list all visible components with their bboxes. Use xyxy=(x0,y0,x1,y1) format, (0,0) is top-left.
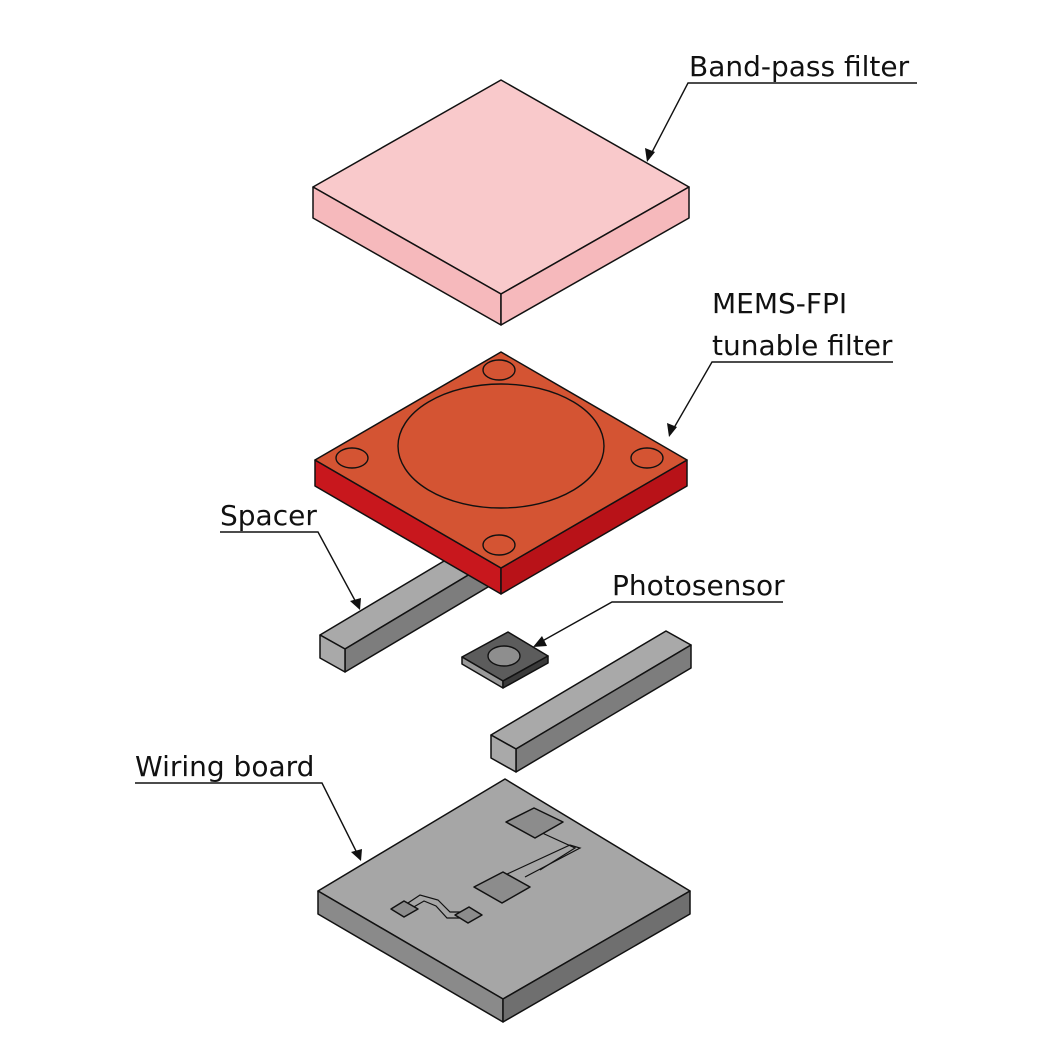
mems-filter-electrode-top xyxy=(482,359,516,381)
label-mems-fpi-line2: tunable filter xyxy=(712,329,893,362)
photosensor xyxy=(461,631,549,689)
circuit-pad-large-lower xyxy=(473,871,531,904)
label-mems-fpi-line1: MEMS-FPI xyxy=(712,287,847,320)
mems-filter-aperture xyxy=(397,383,605,509)
circuit-pad-small-left xyxy=(390,900,419,918)
band-pass-filter-top xyxy=(312,79,690,295)
arrowhead-mems xyxy=(667,423,677,437)
arrowhead-spacer xyxy=(350,598,361,610)
mems-filter-electrode-bottom xyxy=(482,534,516,556)
spacer-right-end xyxy=(490,734,517,773)
mems-filter-electrode-left xyxy=(335,447,369,469)
arrowhead-photosensor xyxy=(533,636,547,647)
mems-filter-top xyxy=(314,351,688,569)
label-photosensor: Photosensor xyxy=(612,569,785,602)
leader-lines xyxy=(135,82,917,861)
arrowhead-band-pass xyxy=(645,148,655,162)
leader-band-pass xyxy=(648,82,917,159)
text-labels: Band-pass filter MEMS-FPI tunable filter… xyxy=(135,50,910,783)
photosensor-window xyxy=(487,645,521,667)
circuit-pad-large-upper xyxy=(505,807,564,839)
label-spacer: Spacer xyxy=(220,499,317,532)
spacer-right xyxy=(490,630,692,773)
band-pass-filter xyxy=(312,79,690,326)
wiring-board-front-right xyxy=(502,890,691,1023)
label-band-pass-filter: Band-pass filter xyxy=(689,50,910,83)
mems-filter-electrode-right xyxy=(630,447,664,469)
spacer-left-end xyxy=(319,634,346,673)
leader-photosensor xyxy=(536,601,783,645)
arrowhead-wiring-board xyxy=(351,849,362,861)
mems-fpi-filter xyxy=(314,351,688,595)
circuit-pad-small-right xyxy=(454,906,483,924)
band-pass-filter-front-right xyxy=(500,186,690,326)
photosensor-front-right xyxy=(502,655,549,689)
label-wiring-board: Wiring board xyxy=(135,750,314,783)
leader-mems xyxy=(670,361,893,434)
leader-spacer xyxy=(220,531,359,607)
leader-wiring-board xyxy=(135,782,360,858)
wiring-board xyxy=(317,778,691,1023)
circuit-traces xyxy=(407,831,582,919)
